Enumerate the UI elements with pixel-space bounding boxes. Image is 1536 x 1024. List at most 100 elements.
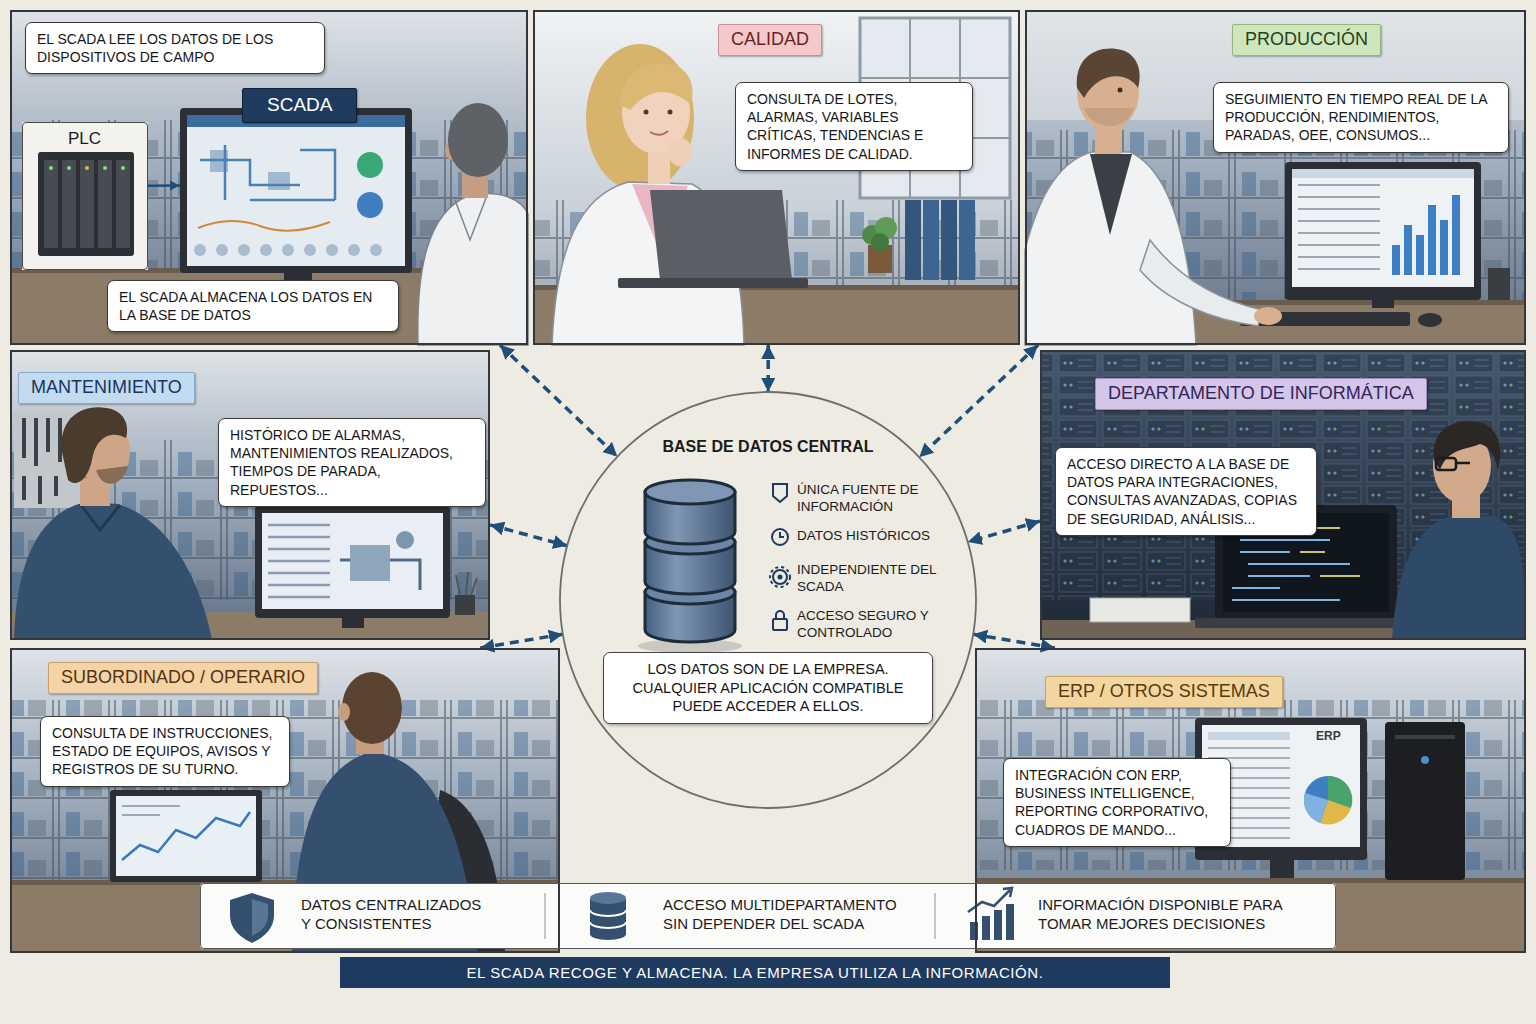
text-slot: SCADA [242, 88, 357, 123]
benefit-band [590, 928, 626, 940]
feature-text: INDEPENDIENTE DEL SCADA [797, 562, 947, 596]
operario-scene [116, 796, 256, 876]
scada-scene [22, 122, 148, 270]
text-slot: MANTENIMIENTO [18, 372, 195, 404]
informatica-scene [1456, 462, 1470, 465]
erp-scene [975, 648, 1526, 953]
mantenimiento-scene [255, 506, 450, 618]
scada-panel: PLCSCADAEL SCADA LEE LOS DATOS DE LOS DI… [10, 10, 528, 345]
text-slot: SUBORDINADO / OPERARIO [48, 662, 318, 694]
mantenimiento-scene [80, 504, 120, 530]
feature-icon [773, 570, 787, 584]
callout-text: EL SCADA ALMACENA LOS DATOS EN LA BASE D… [107, 280, 399, 332]
operario-scene [110, 790, 262, 882]
calidad-scene [923, 200, 939, 280]
scada-scene [370, 244, 382, 256]
benefit-band [1006, 904, 1014, 940]
benefit-band [994, 910, 1002, 940]
informatica-scene [1436, 458, 1456, 470]
erp-scene [1208, 732, 1290, 740]
erp-scene [1304, 793, 1328, 823]
calidad-scene [668, 110, 673, 115]
informatica-scene [1090, 598, 1190, 622]
text-slot: EL SCADA ALMACENA LOS DATOS EN LA BASE D… [107, 280, 399, 332]
calidad-scene [871, 233, 889, 251]
informatica-scene [1232, 528, 1350, 600]
text-slot: ACCESO MULTIDEPARTAMENTO SIN DEPENDER DE… [663, 895, 921, 933]
department-tag: MANTENIMIENTO [18, 372, 195, 404]
text-slot: LOS DATOS SON DE LA EMPRESA. CUALQUIER A… [616, 660, 920, 716]
calidad-scene [586, 44, 694, 192]
scada-scene [198, 221, 330, 231]
scada-scene [187, 115, 405, 266]
scada-scene [10, 10, 528, 345]
benefit-band [590, 910, 626, 928]
text-slot: EL SCADA LEE LOS DATOS DE LOS DISPOSITIV… [25, 22, 325, 74]
connector-arrow [919, 345, 1038, 457]
text-slot: DATOS HISTÓRICOS [797, 528, 947, 545]
scada-scene [38, 152, 134, 256]
produccion-scene [1025, 10, 1526, 345]
mantenimiento-scene [455, 595, 475, 615]
mantenimiento-scene [262, 513, 443, 609]
mantenimiento-scene [396, 531, 414, 549]
operario-scene [122, 812, 250, 860]
mantenimiento-scene [62, 407, 128, 483]
callout-text: SEGUIMIENTO EN TIEMPO REAL DE LA PRODUCC… [1213, 82, 1509, 153]
feature-icon [772, 529, 788, 545]
feature-icon [778, 575, 783, 580]
benefit-band [590, 892, 626, 904]
calidad-scene [533, 10, 1020, 345]
informatica-scene [1040, 350, 1526, 640]
benefit-band [545, 893, 935, 939]
erp-scene [975, 648, 1526, 953]
produccion-scene [1404, 225, 1412, 275]
erp-scene [1270, 860, 1294, 878]
benefit-band [252, 899, 268, 936]
caption-band: EL SCADA RECOGE Y ALMACENA. LA EMPRESA U… [340, 957, 1170, 988]
scada-scene [85, 166, 89, 170]
text-slot: ERP [1316, 729, 1341, 743]
feature-text: DATOS HISTÓRICOS [797, 528, 947, 545]
text-slot: DATOS CENTRALIZADOS Y CONSISTENTES [301, 895, 493, 933]
informatica-scene [1434, 421, 1501, 470]
mantenimiento-scene [96, 466, 128, 484]
circle-title: BASE DE DATOS CENTRAL [558, 438, 978, 456]
text-slot: CONSULTA DE LOTES, ALARMAS, VARIABLES CR… [735, 82, 973, 171]
connector-arrow [973, 634, 1055, 648]
produccion-scene [1025, 152, 1196, 345]
text-slot: BASE DE DATOS CENTRAL [558, 438, 978, 456]
callout-text: ACCESO DIRECTO A LA BASE DE DATOS PARA I… [1055, 447, 1317, 536]
text-slot: CONSULTA DE INSTRUCCIONES, ESTADO DE EQU… [40, 716, 290, 787]
produccion-scene [1372, 300, 1394, 308]
text-slot: ACCESO SEGURO Y CONTROLADO [797, 608, 947, 642]
text-slot: HISTÓRICO DE ALARMAS, MANTENIMIENTOS REA… [218, 418, 486, 507]
erp-scene [1421, 756, 1429, 764]
calidad-scene [644, 110, 649, 115]
scada-scene [448, 103, 508, 177]
scada-scene [98, 160, 112, 248]
database-circle: LOS DATOS SON DE LA EMPRESA. CUALQUIER A… [558, 390, 978, 810]
text-slot: INFORMACIÓN DISPONIBLE PARA TOMAR MEJORE… [1038, 895, 1318, 933]
screen-label: ERP [1316, 729, 1341, 743]
department-panel: MANTENIMIENTO HISTÓRICO DE ALARMAS, MANTE… [10, 350, 490, 640]
scada-scene [238, 244, 250, 256]
scada-scene [418, 193, 528, 345]
scada-scene [260, 244, 272, 256]
produccion-scene [1416, 235, 1424, 275]
scada-scene [326, 244, 338, 256]
benefit-band [200, 883, 1336, 949]
note-text: LOS DATOS SON DE LA EMPRESA. CUALQUIER A… [616, 660, 920, 716]
feature-text: ACCESO SEGURO Y CONTROLADO [797, 608, 947, 642]
mantenimiento-scene [10, 350, 490, 640]
department-panel: DEPARTAMENTO DE INFORMÁTICAACCESO DIRECT… [1040, 350, 1526, 640]
scada-scene [455, 198, 486, 240]
benefit-band [1003, 888, 1012, 897]
calidad-scene [618, 278, 808, 288]
informatica-scene [1392, 516, 1526, 640]
text-slot: ACCESO DIRECTO A LA BASE DE DATOS PARA I… [1055, 447, 1317, 536]
scada-scene [49, 166, 53, 170]
scada-scene [121, 166, 125, 170]
department-tag: CALIDAD [718, 24, 822, 56]
